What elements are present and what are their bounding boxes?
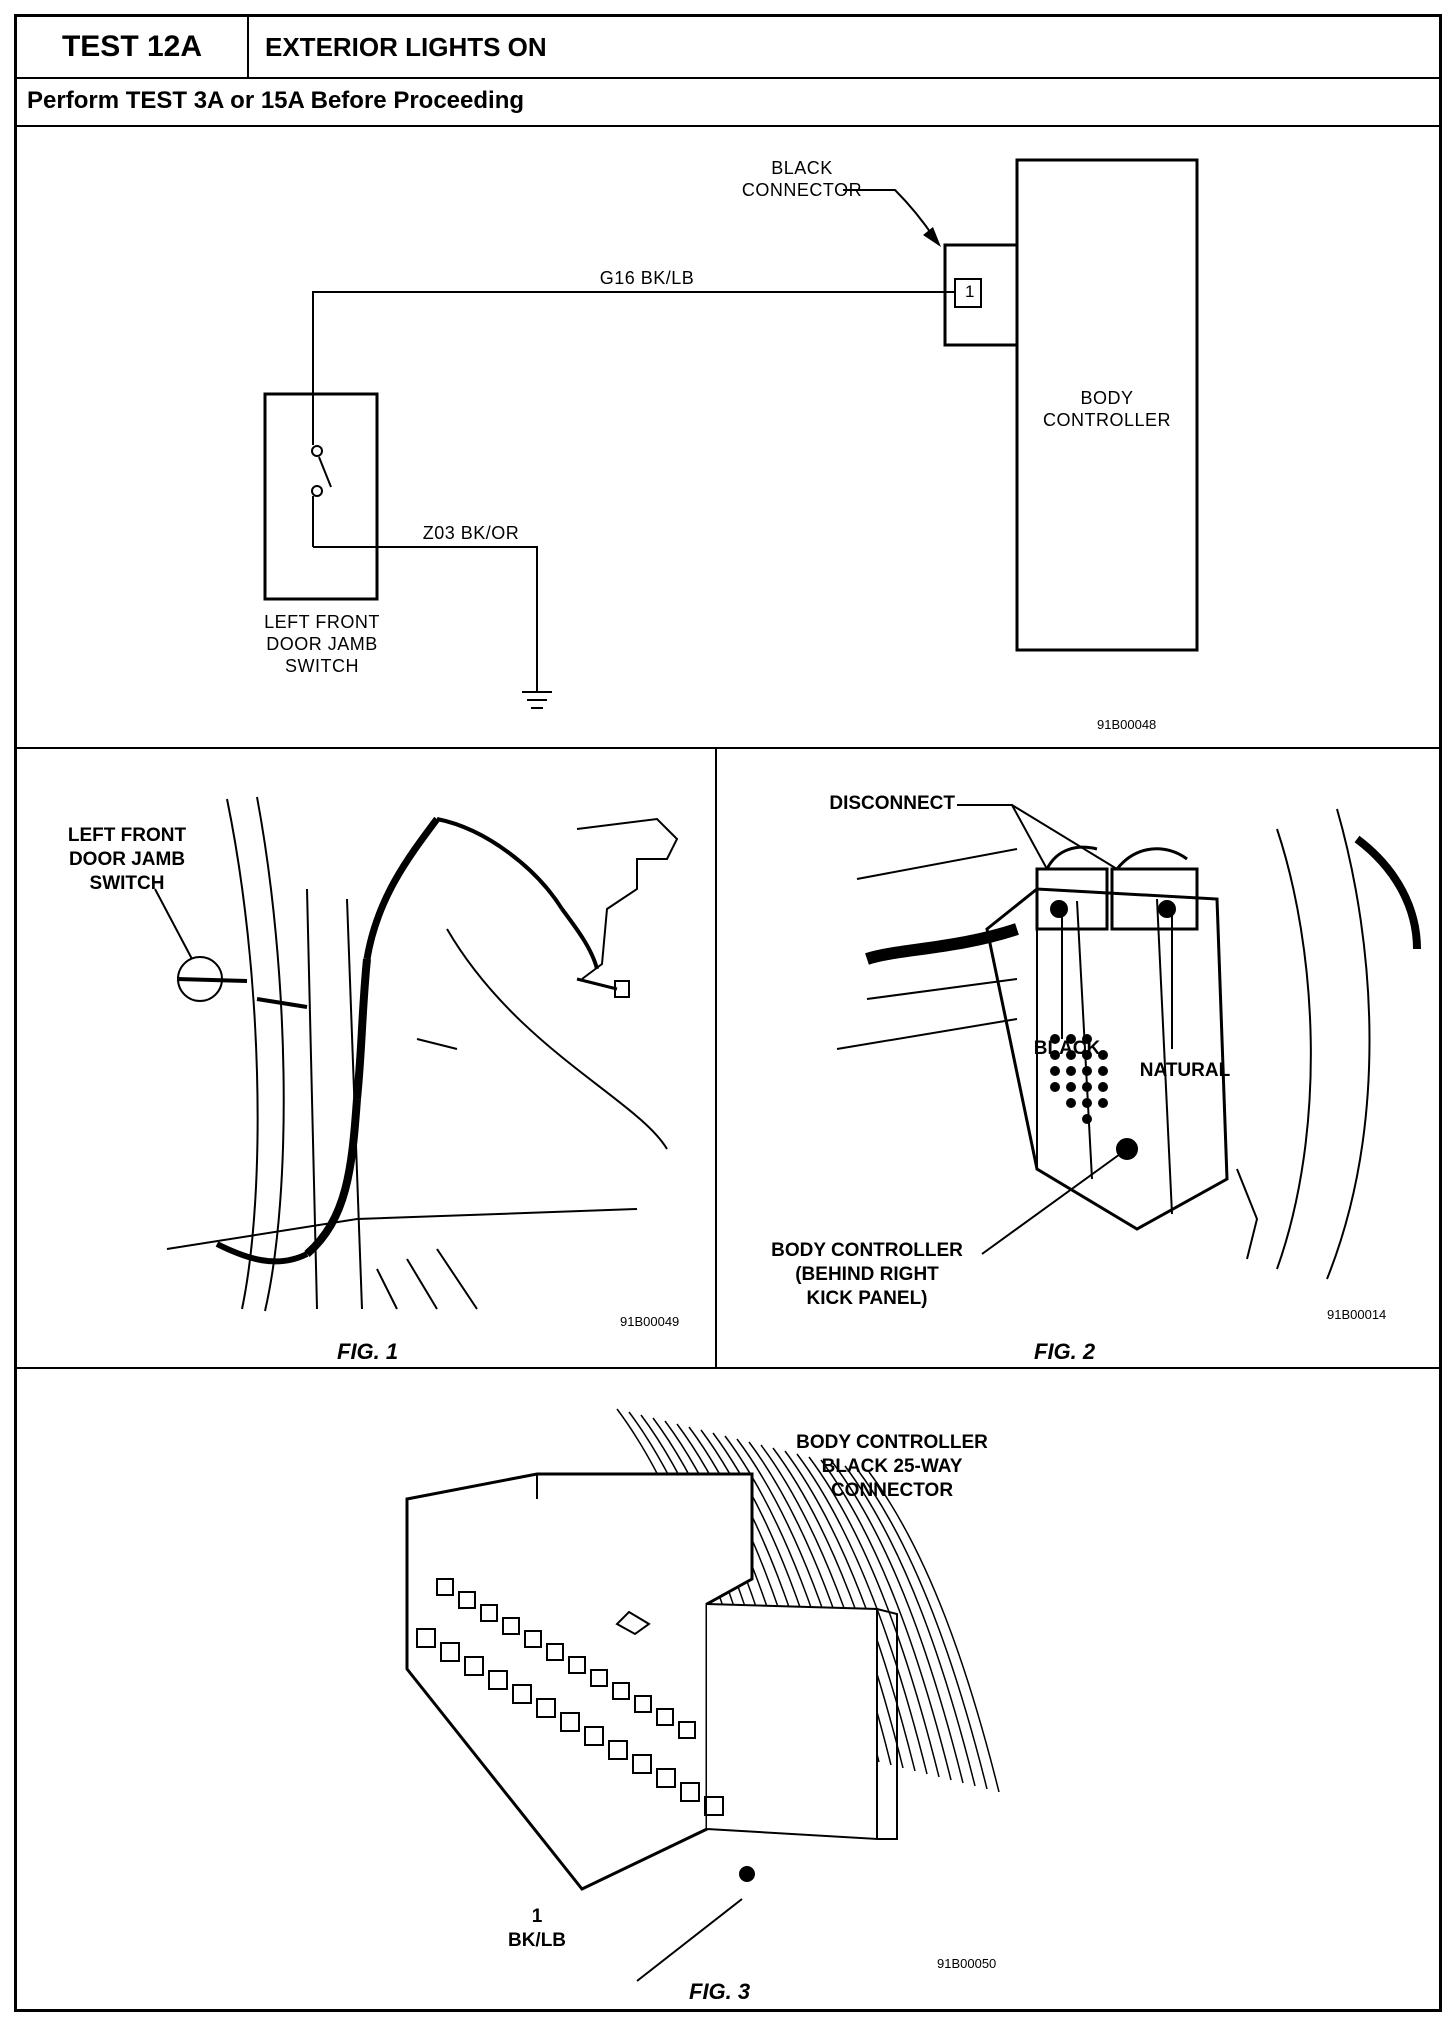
terminal-cavity-upper bbox=[656, 1708, 674, 1726]
terminal-cavity-upper bbox=[480, 1604, 498, 1622]
terminal-cavity-upper bbox=[458, 1591, 476, 1609]
disconnect-leader bbox=[957, 804, 1048, 870]
terminal-cavity-upper bbox=[634, 1695, 652, 1713]
terminal-cavities bbox=[416, 1578, 724, 1816]
terminal-cavity-lower bbox=[656, 1768, 676, 1788]
connector-wire bbox=[784, 1450, 916, 1772]
terminal-cavity-lower bbox=[416, 1628, 436, 1648]
terminal-cavity-upper bbox=[546, 1643, 564, 1661]
switch-label: LEFT FRONT bbox=[264, 612, 380, 632]
figure-1-drawing bbox=[154, 796, 679, 1312]
terminal-cavity-upper bbox=[436, 1578, 454, 1596]
black-connector-label: BLACK bbox=[771, 158, 833, 178]
door-jamb-switch-box bbox=[263, 392, 379, 601]
connector-arrow bbox=[923, 227, 941, 247]
terminal-cavity-lower bbox=[512, 1684, 532, 1704]
figure-2-drawing bbox=[836, 804, 1421, 1280]
fig3-code: 91B00050 bbox=[937, 1956, 997, 1971]
connector-wire bbox=[832, 1462, 964, 1784]
pin-1-leader bbox=[636, 1898, 743, 1982]
connector-wire bbox=[820, 1459, 952, 1781]
terminal-cavity-lower bbox=[440, 1642, 460, 1662]
schematic-code: 91B00048 bbox=[1097, 717, 1157, 732]
wire-label-g16: G16 BK/LB bbox=[599, 268, 695, 288]
pin-1-terminal bbox=[739, 1866, 755, 1882]
figure-3-drawing bbox=[405, 1408, 1000, 1982]
fig2-code: 91B00014 bbox=[1327, 1307, 1387, 1322]
fig1-label: FIG. 1 bbox=[337, 1339, 399, 1364]
black-connector-label-2: CONNECTOR bbox=[741, 180, 863, 200]
connector-wire bbox=[844, 1465, 976, 1787]
connector-wire bbox=[772, 1447, 904, 1769]
terminal-cavity-lower bbox=[608, 1740, 628, 1760]
terminal-cavity-lower bbox=[704, 1796, 724, 1816]
figure-3-panel: BODY CONTROLLER BLACK 25-WAY CONNECTOR 1… bbox=[17, 1369, 1439, 2009]
pin-number-label: 1 bbox=[531, 1906, 543, 1927]
terminal-cavity-lower bbox=[464, 1656, 484, 1676]
terminal-cavity-upper bbox=[678, 1721, 696, 1739]
bc-leader bbox=[981, 1148, 1128, 1255]
terminal-cavity-upper bbox=[524, 1630, 542, 1648]
body-controller-box bbox=[1015, 158, 1199, 652]
wire-z03 bbox=[313, 546, 538, 692]
terminal-cavity-lower bbox=[632, 1754, 652, 1774]
fig1-callout-2: DOOR JAMB bbox=[68, 849, 186, 870]
fig3-title: BODY CONTROLLER bbox=[796, 1432, 988, 1453]
switch-label-2: DOOR JAMB bbox=[266, 634, 378, 654]
black-connector bbox=[1035, 867, 1109, 931]
terminal-cavity-lower bbox=[680, 1782, 700, 1802]
body-controller-label: BODY bbox=[1080, 388, 1134, 408]
module-grille bbox=[1050, 1034, 1108, 1124]
natural-connector bbox=[1110, 867, 1199, 931]
terminal-cavity-lower bbox=[584, 1726, 604, 1746]
fig1-callout-3: SWITCH bbox=[89, 873, 165, 894]
fig3-title-2: BLACK 25-WAY bbox=[821, 1456, 963, 1477]
connector-wire bbox=[808, 1456, 940, 1778]
test-id: TEST 12A bbox=[17, 17, 249, 77]
bc-label: BODY CONTROLLER bbox=[771, 1240, 963, 1261]
black-label: BLACK bbox=[1033, 1038, 1101, 1059]
figure-2-panel: DISCONNECT BLACK NATURAL BODY CONTROLLER… bbox=[717, 749, 1439, 1369]
wiring-schematic: BLACK CONNECTOR 1 G16 BK/LB Z03 BK/OR BO… bbox=[17, 127, 1439, 749]
switch-label-3: SWITCH bbox=[285, 656, 359, 676]
test-title: EXTERIOR LIGHTS ON bbox=[265, 31, 547, 62]
connector-wire bbox=[856, 1468, 988, 1790]
bc-label-3: KICK PANEL) bbox=[806, 1288, 928, 1309]
fig3-label: FIG. 3 bbox=[689, 1979, 751, 2004]
prerequisite-note: Perform TEST 3A or 15A Before Proceeding bbox=[17, 77, 1439, 127]
fig1-callout: LEFT FRONT bbox=[67, 825, 187, 846]
body-controller-label-2: CONTROLLER bbox=[1042, 410, 1172, 430]
pin-number: 1 bbox=[965, 282, 975, 301]
terminal-cavity-lower bbox=[560, 1712, 580, 1732]
connector-wire bbox=[868, 1471, 1000, 1793]
terminal-cavity-upper bbox=[502, 1617, 520, 1635]
wire-g16 bbox=[312, 291, 955, 445]
connector-housing bbox=[405, 1472, 754, 1891]
wire-label-z03: Z03 BK/OR bbox=[422, 523, 520, 543]
bc-label-2: (BEHIND RIGHT bbox=[795, 1264, 939, 1285]
header-bar: TEST 12A EXTERIOR LIGHTS ON bbox=[17, 17, 1439, 79]
terminal-cavity-lower bbox=[488, 1670, 508, 1690]
natural-label: NATURAL bbox=[1139, 1060, 1231, 1081]
connector-wire bbox=[760, 1444, 892, 1766]
connector-wire bbox=[796, 1453, 928, 1775]
figure-1-panel: LEFT FRONT DOOR JAMB SWITCH 91B00049 FIG… bbox=[17, 749, 717, 1369]
fig1-leader-line bbox=[154, 888, 193, 960]
schematic-drawing bbox=[263, 158, 1199, 709]
disconnect-label: DISCONNECT bbox=[829, 793, 955, 814]
fig3-title-3: CONNECTOR bbox=[830, 1480, 954, 1501]
black-connector-box bbox=[943, 243, 1019, 347]
test-page: TEST 12A EXTERIOR LIGHTS ON Perform TEST… bbox=[14, 14, 1442, 2012]
terminal-cavity-lower bbox=[536, 1698, 556, 1718]
pin-wire-label: BK/LB bbox=[507, 1930, 567, 1951]
fig1-code: 91B00049 bbox=[620, 1314, 680, 1329]
terminal-cavity-upper bbox=[612, 1682, 630, 1700]
terminal-cavity-upper bbox=[590, 1669, 608, 1687]
fig2-label: FIG. 2 bbox=[1034, 1339, 1096, 1364]
terminal-cavity-upper bbox=[568, 1656, 586, 1674]
